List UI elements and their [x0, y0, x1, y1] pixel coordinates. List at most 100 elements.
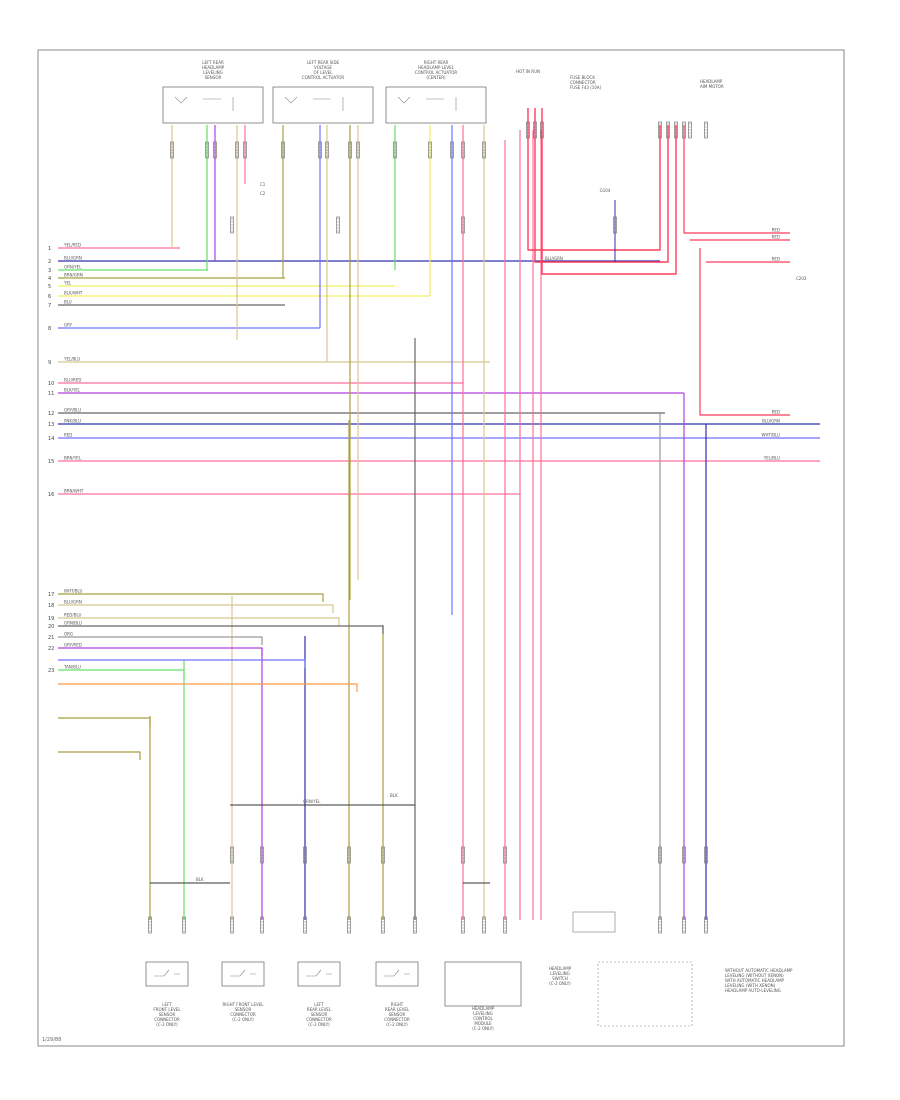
wire-label: WHT/BLU: [64, 589, 83, 594]
wire-label: 13: [48, 422, 54, 428]
wire-label: BRN/GRN: [64, 273, 83, 278]
wire-label: GRY: [64, 323, 73, 328]
wire: [58, 604, 334, 613]
component-label: OF LEVEL: [314, 70, 334, 75]
component-label: (C-2 ONLY): [472, 1026, 494, 1031]
wire-label: TAN/BLU: [63, 665, 81, 670]
level-sensor: [297, 961, 341, 987]
wire-label: BLU/GRN: [762, 419, 780, 424]
wire: [58, 659, 306, 668]
wire-label: 16: [48, 492, 54, 498]
sensor-module-box: [162, 86, 264, 124]
component-label: MODULE: [474, 1021, 492, 1026]
component-label: LEVELING (WITHOUT XENON): [725, 973, 784, 978]
component-label: (C-2 ONLY): [232, 1017, 254, 1022]
sensor-symbol: [306, 969, 332, 977]
component-label: WITH AUTOMATIC HEADLAMP: [725, 978, 785, 983]
wire-label: RED: [772, 257, 780, 262]
component-label: (C-2 ONLY): [549, 981, 571, 986]
component-label: G104: [600, 188, 611, 193]
component-label: RIGHT: [391, 1002, 404, 1007]
wire: [58, 617, 340, 626]
wire-label: RED/BLU: [64, 613, 82, 618]
wire-label: GRN/YEL: [64, 265, 82, 270]
component-label: CONNECTOR: [306, 1017, 332, 1022]
wire-label: YEL/BLU: [763, 456, 780, 461]
component-label: RIGHT REAR: [424, 60, 449, 65]
wire-label: GRY/RED: [64, 643, 82, 648]
wire: [58, 636, 263, 645]
wire-label: 2: [48, 259, 51, 265]
component-label: REAR LEVEL: [385, 1007, 410, 1012]
wire-label: 10: [48, 381, 54, 387]
component-label: FUSE BLOCK: [570, 75, 595, 80]
wire: [58, 647, 263, 656]
wire-label: 8: [48, 326, 51, 332]
wire: [58, 717, 151, 726]
wire-label: BLK/YEL: [64, 388, 81, 393]
component-label: HEADLAMP LEVEL: [418, 65, 455, 70]
sensor-module-box: [272, 86, 374, 124]
wire-label: YEL/BLU: [63, 357, 80, 362]
wire-label: C203: [796, 276, 807, 281]
component-label: CONNECTOR: [230, 1012, 256, 1017]
figure-code: 1/29/88: [42, 1037, 61, 1043]
wire-label: 22: [48, 646, 54, 652]
component-label: HEADLAMP: [472, 1006, 495, 1011]
wire-label: GRN/YEL: [303, 799, 321, 804]
wire-layer: [58, 108, 820, 920]
sensor-symbol: [154, 969, 180, 977]
wire-label: 11: [48, 391, 54, 397]
wire: [527, 108, 661, 251]
wire-label: 12: [48, 411, 54, 417]
wire-label: BLU: [64, 300, 72, 305]
wire-label: 20: [48, 624, 54, 630]
wire-label: BLU/RED: [64, 378, 81, 383]
wire: [683, 125, 790, 234]
sensor-symbol: [384, 969, 410, 977]
wire-label: PNK/BLU: [64, 419, 81, 424]
wire-label: BRN/WHT: [64, 489, 84, 494]
component-label: SENSOR: [389, 1012, 406, 1017]
component-label: VOLTAGE: [314, 65, 332, 70]
wire: [699, 248, 790, 416]
component-label: SENSOR: [205, 75, 222, 80]
component-label: FRONT LEVEL: [153, 1007, 181, 1012]
wire-label: BLU/GRN: [64, 256, 82, 261]
wire-label: YEL/RED: [63, 243, 81, 248]
wire-label: 4: [48, 276, 51, 282]
wire-label: RED: [772, 410, 780, 415]
component-label: CONTROL ACTUATOR: [415, 70, 458, 75]
component-label: LEFT: [314, 1002, 324, 1007]
wire-label: 15: [48, 459, 54, 465]
component-label: SWITCH: [552, 976, 568, 981]
wire: [58, 593, 324, 602]
wire-label: RED: [64, 433, 72, 438]
wire: [58, 751, 141, 760]
component-label: HEADLAMP: [549, 966, 572, 971]
diagram-frame: [37, 49, 845, 1047]
component-label: (C-2 ONLY): [156, 1022, 178, 1027]
wire: [534, 108, 669, 263]
wire-label: 9: [48, 360, 51, 366]
wire-label: BLK/WHT: [64, 291, 83, 296]
sensor-symbol: [230, 969, 256, 977]
component-label: LEFT REAR: [202, 60, 224, 65]
wire-label: ORG: [64, 632, 73, 637]
switch-box: [597, 961, 693, 1027]
component-label: SENSOR: [311, 1012, 328, 1017]
wire-label: 5: [48, 284, 51, 290]
wire-label: BLU/GRN: [545, 256, 563, 261]
component-label: WITHOUT AUTOMATIC HEADLAMP: [725, 968, 793, 973]
component-label: FUSE F43 (10A): [570, 85, 602, 90]
component-label: LEFT REAR SIDE: [307, 60, 340, 65]
wire-label: 1: [48, 246, 51, 252]
wire-label: 23: [48, 668, 54, 674]
control-module-box: [444, 961, 522, 1007]
wire: [58, 669, 185, 678]
wire-label: WHT/BLU: [762, 433, 781, 438]
component-label: RIGHT FRONT LEVEL: [223, 1002, 265, 1007]
component-label: LEVELING: [473, 1011, 493, 1016]
component-label: HEADLAMP: [700, 79, 723, 84]
